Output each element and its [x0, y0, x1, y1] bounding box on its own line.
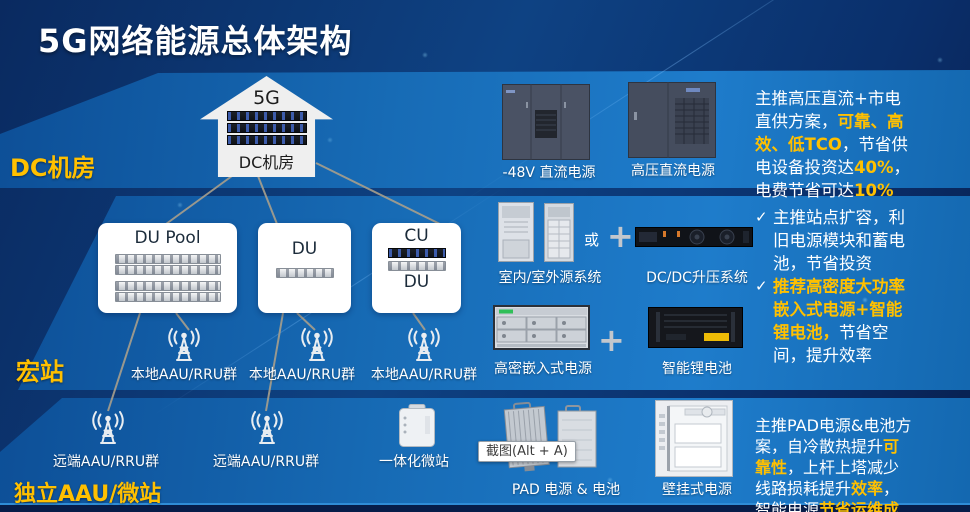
- server-rack-graphic: [387, 248, 446, 258]
- box-title: CU: [404, 226, 429, 246]
- device-label-embedded-power: 高密嵌入式电源: [494, 361, 592, 377]
- box-subtitle: DU: [403, 272, 430, 292]
- device-label-indoor-outdoor: 室内/室外源系统: [498, 270, 602, 286]
- page-title: 5G网络能源总体架构: [38, 22, 353, 60]
- device-image-dcdc-boost: [635, 227, 753, 247]
- box-du: DU: [258, 223, 351, 313]
- device-label-battery: 智能锂电池: [662, 361, 732, 377]
- band-label-macro: 宏站: [16, 358, 64, 386]
- check-icon: ✓: [755, 208, 768, 226]
- plus-icon: +: [607, 217, 634, 255]
- antenna-label: 本地AAU/RRU群: [248, 367, 356, 383]
- check-icon: ✓: [755, 277, 768, 295]
- device-image-neg48v-dc-power: [502, 84, 590, 160]
- text-segment: 40%: [854, 157, 894, 177]
- box-title: DU: [291, 239, 318, 259]
- device-label-neg48v: -48V 直流电源: [502, 165, 596, 181]
- device-image-embedded-power: [493, 305, 590, 350]
- server-unit-graphic: [387, 261, 446, 271]
- antenna-label: 远端AAU/RRU群: [52, 454, 160, 470]
- macro-note-row: ✓ 推荐高密度大功率嵌入式电源+智能锂电池，节省空间，提升效率: [755, 275, 915, 367]
- antenna-icon: [402, 327, 446, 365]
- macro-note-row: ✓ 主推站点扩容，利旧电源模块和蓄电池，节省投资: [755, 206, 915, 275]
- antenna-icon: [245, 410, 289, 448]
- house-5g-label: 5G: [253, 87, 280, 109]
- text-segment: 10%: [854, 180, 894, 200]
- device-label-hvdc: 高压直流电源: [631, 163, 715, 179]
- device-image-pad-power-battery: [500, 401, 604, 474]
- screenshot-tooltip[interactable]: 截图(Alt + A): [478, 441, 576, 462]
- server-rack-graphic: [226, 123, 307, 133]
- device-label-pad-power: PAD 电源 & 电池: [511, 482, 621, 498]
- house-name-label: DC机房: [238, 153, 295, 172]
- server-unit-graphic: [114, 265, 221, 275]
- device-label-dcdc: DC/DC升压系统: [646, 270, 748, 286]
- text-segment: 主推站点扩容，利旧电源模块和蓄电池，节省投资: [773, 208, 905, 273]
- or-text: 或: [584, 231, 600, 249]
- device-label-micro-site: 一体化微站: [379, 454, 449, 470]
- box-du-pool: DU Pool: [98, 223, 237, 313]
- text-segment: 效率: [851, 479, 884, 498]
- device-image-wall-mounted-power: [655, 400, 733, 477]
- band-label-micro: 独立AAU/微站: [14, 482, 162, 507]
- device-label-wall-power: 壁挂式电源: [662, 482, 732, 498]
- server-rack-graphic: [226, 111, 307, 121]
- antenna-label: 本地AAU/RRU群: [370, 367, 478, 383]
- server-unit-graphic: [114, 254, 221, 264]
- server-unit-graphic: [114, 281, 221, 291]
- box-cu-du: CU DU: [372, 223, 461, 313]
- antenna-icon: [86, 410, 130, 448]
- antenna-label: 本地AAU/RRU群: [130, 367, 238, 383]
- macro-note-2: 推荐高密度大功率嵌入式电源+智能锂电池，节省空间，提升效率: [773, 275, 915, 367]
- server-unit-graphic: [114, 292, 221, 302]
- macro-notes: ✓ 主推站点扩容，利旧电源模块和蓄电池，节省投资 ✓ 推荐高密度大功率嵌入式电源…: [755, 206, 915, 367]
- device-image-lithium-battery: [648, 307, 743, 348]
- plus-icon: +: [598, 321, 625, 359]
- antenna-label: 远端AAU/RRU群: [212, 454, 320, 470]
- box-title: DU Pool: [134, 228, 201, 248]
- band-label-dc-room: DC机房: [10, 154, 96, 182]
- macro-note-1: 主推站点扩容，利旧电源模块和蓄电池，节省投资: [773, 206, 915, 275]
- device-image-hvdc-power: [628, 82, 716, 158]
- antenna-icon: [295, 327, 339, 365]
- antenna-icon: [162, 327, 206, 365]
- server-rack-graphic: [226, 135, 307, 145]
- server-unit-graphic: [275, 268, 334, 278]
- micro-note: 主推PAD电源&电池方案，自冷散热提升可靠性，上杆上塔减少线路损耗提升效率，智能…: [755, 415, 913, 512]
- device-image-indoor-outdoor-power: [498, 200, 578, 264]
- device-image-integrated-micro-site: [397, 404, 437, 448]
- dc-room-note: 主推高压直流+市电直供方案，可靠、高效、低TCO，节省供电设备投资达40%，电费…: [755, 87, 913, 202]
